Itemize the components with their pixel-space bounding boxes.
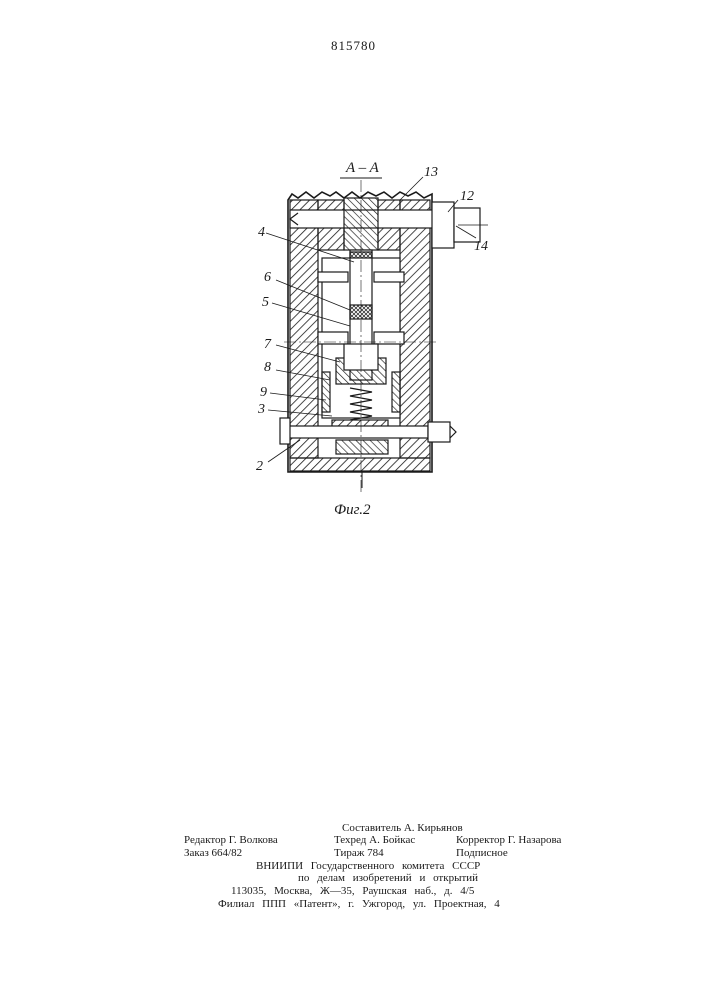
section-drawing-fig2: A – A	[0, 0, 707, 560]
imprint-address: 113035, Москва, Ж—35, Раушская наб., д. …	[231, 885, 474, 898]
label-part-13: 13	[424, 165, 438, 180]
imprint-circulation: Тираж 784	[334, 847, 384, 860]
label-part-2: 2	[256, 459, 263, 474]
label-part-5: 5	[262, 295, 269, 310]
label-part-9: 9	[260, 385, 267, 400]
imprint-corrector: Корректор Г. Назарова	[456, 834, 561, 847]
imprint-editor: Редактор Г. Волкова	[184, 834, 278, 847]
imprint-subscription: Подписное	[456, 847, 508, 860]
imprint-institute-dept: по делам изобретений и открытий	[298, 872, 478, 885]
label-part-6: 6	[264, 270, 271, 285]
label-part-12: 12	[460, 189, 474, 204]
label-part-4: 4	[258, 225, 265, 240]
label-part-14: 14	[474, 239, 488, 254]
imprint-techred: Техред А. Бойкас	[334, 834, 415, 847]
section-label: A – A	[345, 160, 380, 176]
label-part-3: 3	[257, 402, 265, 417]
imprint-branch: Филиал ППП «Патент», г. Ужгород, ул. Про…	[218, 898, 500, 911]
label-part-7: 7	[264, 337, 272, 352]
label-part-8: 8	[264, 360, 271, 375]
figure-caption: Фиг.2	[334, 502, 371, 518]
imprint-order: Заказ 664/82	[184, 847, 242, 860]
